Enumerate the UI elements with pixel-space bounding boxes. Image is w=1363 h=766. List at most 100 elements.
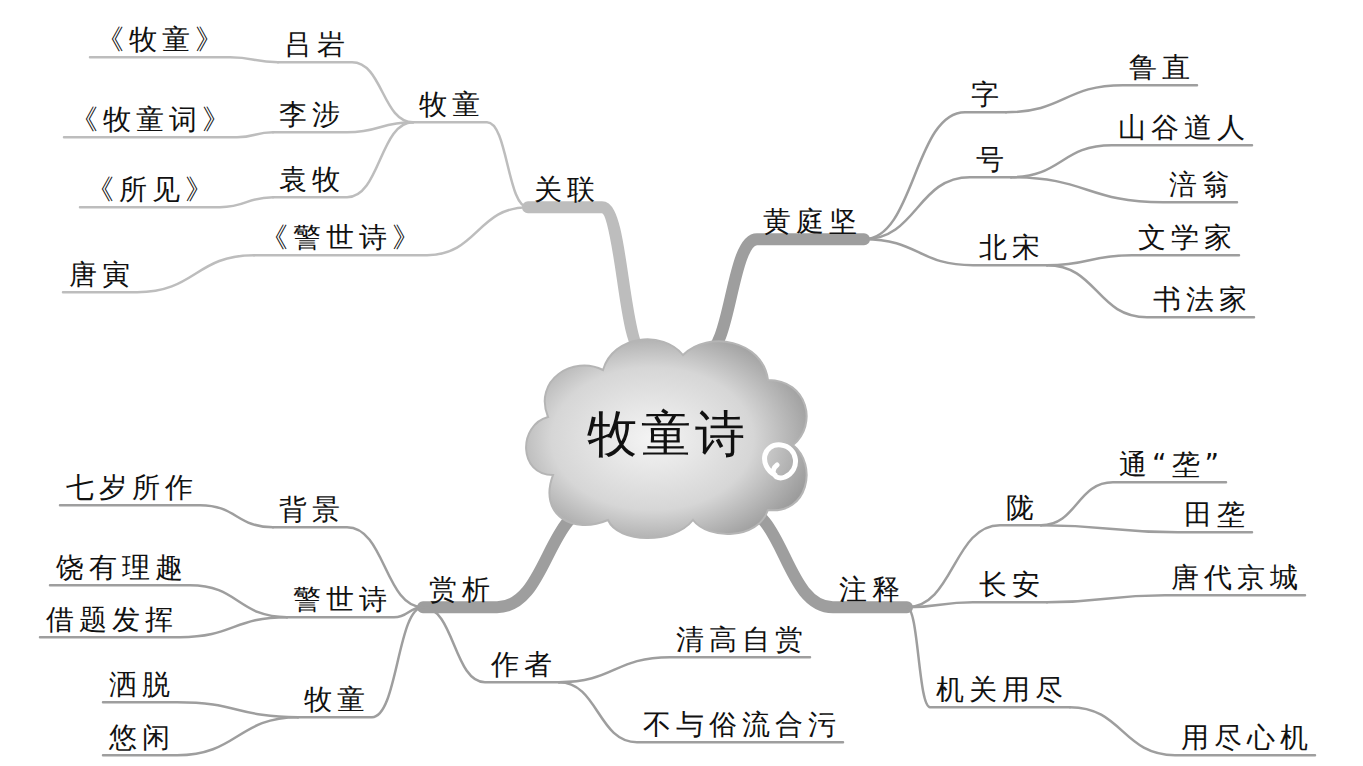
branch-topic: 注释 (833, 574, 907, 606)
branch-topic: 《警世诗》 (254, 222, 427, 254)
main-branch (705, 239, 864, 354)
branch-topic: 黄庭坚 (757, 206, 864, 238)
branch-topic: 借题发挥 (40, 604, 180, 636)
topic-text: 不与俗流合污 (637, 709, 843, 741)
branch-topic: 《所见》 (80, 174, 220, 206)
topic-text: 《牧童词》 (64, 104, 237, 136)
topic-text: 唐代京城 (1165, 562, 1305, 594)
branch-topic: 唐代京城 (1165, 562, 1305, 594)
topic-text: 唐寅 (63, 259, 137, 291)
branch-topic: 吕岩 (278, 29, 352, 61)
topic-text: 作者 (485, 649, 559, 681)
branch-topic: 警世诗 (287, 584, 394, 616)
main-branch (528, 207, 644, 351)
branch-topic: 牧童 (298, 684, 372, 716)
topic-text: 文学家 (1132, 222, 1239, 254)
sub-branch (254, 207, 528, 255)
topic-text: 号 (970, 144, 1011, 176)
sub-branch (1047, 595, 1305, 602)
topic-text: 通“垄” (1113, 449, 1226, 481)
sub-branch (103, 702, 298, 717)
topic-text: 山谷道人 (1112, 112, 1252, 144)
sub-branch (63, 255, 254, 292)
topic-text: 书法家 (1147, 284, 1254, 316)
sub-branch (90, 57, 278, 62)
sub-branch (559, 682, 843, 742)
branch-topic: 鲁直 (1123, 52, 1197, 84)
topic-text: 借题发挥 (40, 604, 180, 636)
branch-topic: 北宋 (973, 232, 1047, 264)
topic-text: 牧童 (298, 684, 372, 716)
branch-topic: 不与俗流合污 (637, 709, 843, 741)
topic-text: 长安 (973, 569, 1047, 601)
branch-topic: 赏析 (423, 574, 497, 606)
topic-text: 陇 (1000, 492, 1041, 524)
topic-text: 牧童 (413, 89, 487, 121)
branch-topic: 用尽心机 (1175, 722, 1315, 754)
branch-topic: 机关用尽 (930, 674, 1070, 706)
topic-text: 李涉 (273, 99, 347, 131)
branch-topic: 《牧童词》 (64, 104, 237, 136)
branch-topic: 通“垄” (1113, 449, 1226, 481)
branch-topic: 作者 (485, 649, 559, 681)
sub-branch (907, 602, 1047, 607)
branch-topic: 牧童 (413, 89, 487, 121)
branch-topic: 山谷道人 (1112, 112, 1252, 144)
central-cloud: 牧童诗 (513, 325, 823, 545)
topic-text: 警世诗 (287, 584, 394, 616)
branch-topic: 涪翁 (1163, 169, 1237, 201)
topic-text: 《警世诗》 (254, 222, 427, 254)
topic-text: 赏析 (423, 574, 497, 606)
branch-topic: 袁牧 (273, 164, 347, 196)
branch-topic: 陇 (1000, 492, 1041, 524)
topic-text: 背景 (273, 494, 347, 526)
topic-text: 机关用尽 (930, 674, 1070, 706)
topic-text: 七岁所作 (60, 472, 200, 504)
branch-topic: 背景 (273, 494, 347, 526)
sub-branch (1047, 265, 1254, 317)
topic-text: 北宋 (973, 232, 1047, 264)
branch-topic: 文学家 (1132, 222, 1239, 254)
topic-text: 洒脱 (103, 669, 177, 701)
sub-branch (864, 177, 1011, 239)
branch-topic: 书法家 (1147, 284, 1254, 316)
topic-text: 《牧童》 (90, 24, 230, 56)
branch-topic: 长安 (973, 569, 1047, 601)
topic-text: 关联 (528, 174, 602, 206)
topic-text: 涪翁 (1163, 169, 1237, 201)
topic-text: 吕岩 (278, 29, 352, 61)
branch-topic: 唐寅 (63, 259, 137, 291)
branch-topic: 田垄 (1178, 499, 1252, 531)
branch-topic: 清高自赏 (670, 624, 810, 656)
sub-branch (60, 505, 273, 527)
topic-text: 袁牧 (273, 164, 347, 196)
branch-topic: 关联 (528, 174, 602, 206)
topic-text: 字 (965, 79, 1006, 111)
sub-branch (273, 122, 413, 197)
sub-branch (1006, 85, 1197, 112)
topic-text: 田垄 (1178, 499, 1252, 531)
branch-topic: 悠闲 (103, 722, 177, 754)
topic-text: 用尽心机 (1175, 722, 1315, 754)
sub-branch (1047, 255, 1239, 265)
sub-branch (103, 717, 298, 755)
topic-text: 黄庭坚 (757, 206, 864, 238)
branch-topic: 七岁所作 (60, 472, 200, 504)
sub-branch (423, 607, 559, 682)
topic-text: 饶有理趣 (50, 552, 190, 584)
branch-topic: 李涉 (273, 99, 347, 131)
sub-branch (298, 607, 423, 717)
topic-text: 鲁直 (1123, 52, 1197, 84)
topic-text: 悠闲 (103, 722, 177, 754)
central-title: 牧童诗 (513, 325, 823, 545)
branch-topic: 《牧童》 (90, 24, 230, 56)
branch-topic: 洒脱 (103, 669, 177, 701)
topic-text: 清高自赏 (670, 624, 810, 656)
sub-branch (559, 657, 810, 682)
topic-text: 注释 (833, 574, 907, 606)
sub-branch (907, 607, 1070, 707)
sub-branch (413, 122, 528, 207)
topic-text: 《所见》 (80, 174, 220, 206)
branch-topic: 字 (965, 79, 1006, 111)
